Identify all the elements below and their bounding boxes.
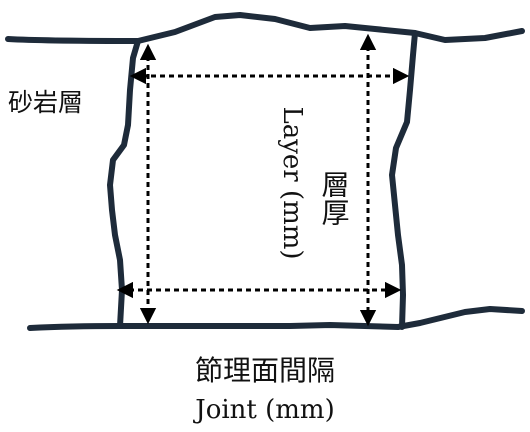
joint-spacing-en-label: Joint (mm) <box>192 395 334 425</box>
bottom-bedding-plane <box>27 306 525 331</box>
top-bedding-plane <box>5 12 525 44</box>
rock-type-label: 砂岩層 <box>8 88 83 117</box>
joint-spacing-jp-label: 節理面間隔 <box>195 354 335 387</box>
measurement-arrows <box>116 33 410 327</box>
left-joint-plane <box>107 38 141 329</box>
layer-thickness-jp-label: 層厚 <box>318 170 351 226</box>
right-joint-plane <box>389 30 418 330</box>
layer-thickness-en-label: Layer (mm) <box>277 106 307 259</box>
layer-outline <box>5 12 525 331</box>
